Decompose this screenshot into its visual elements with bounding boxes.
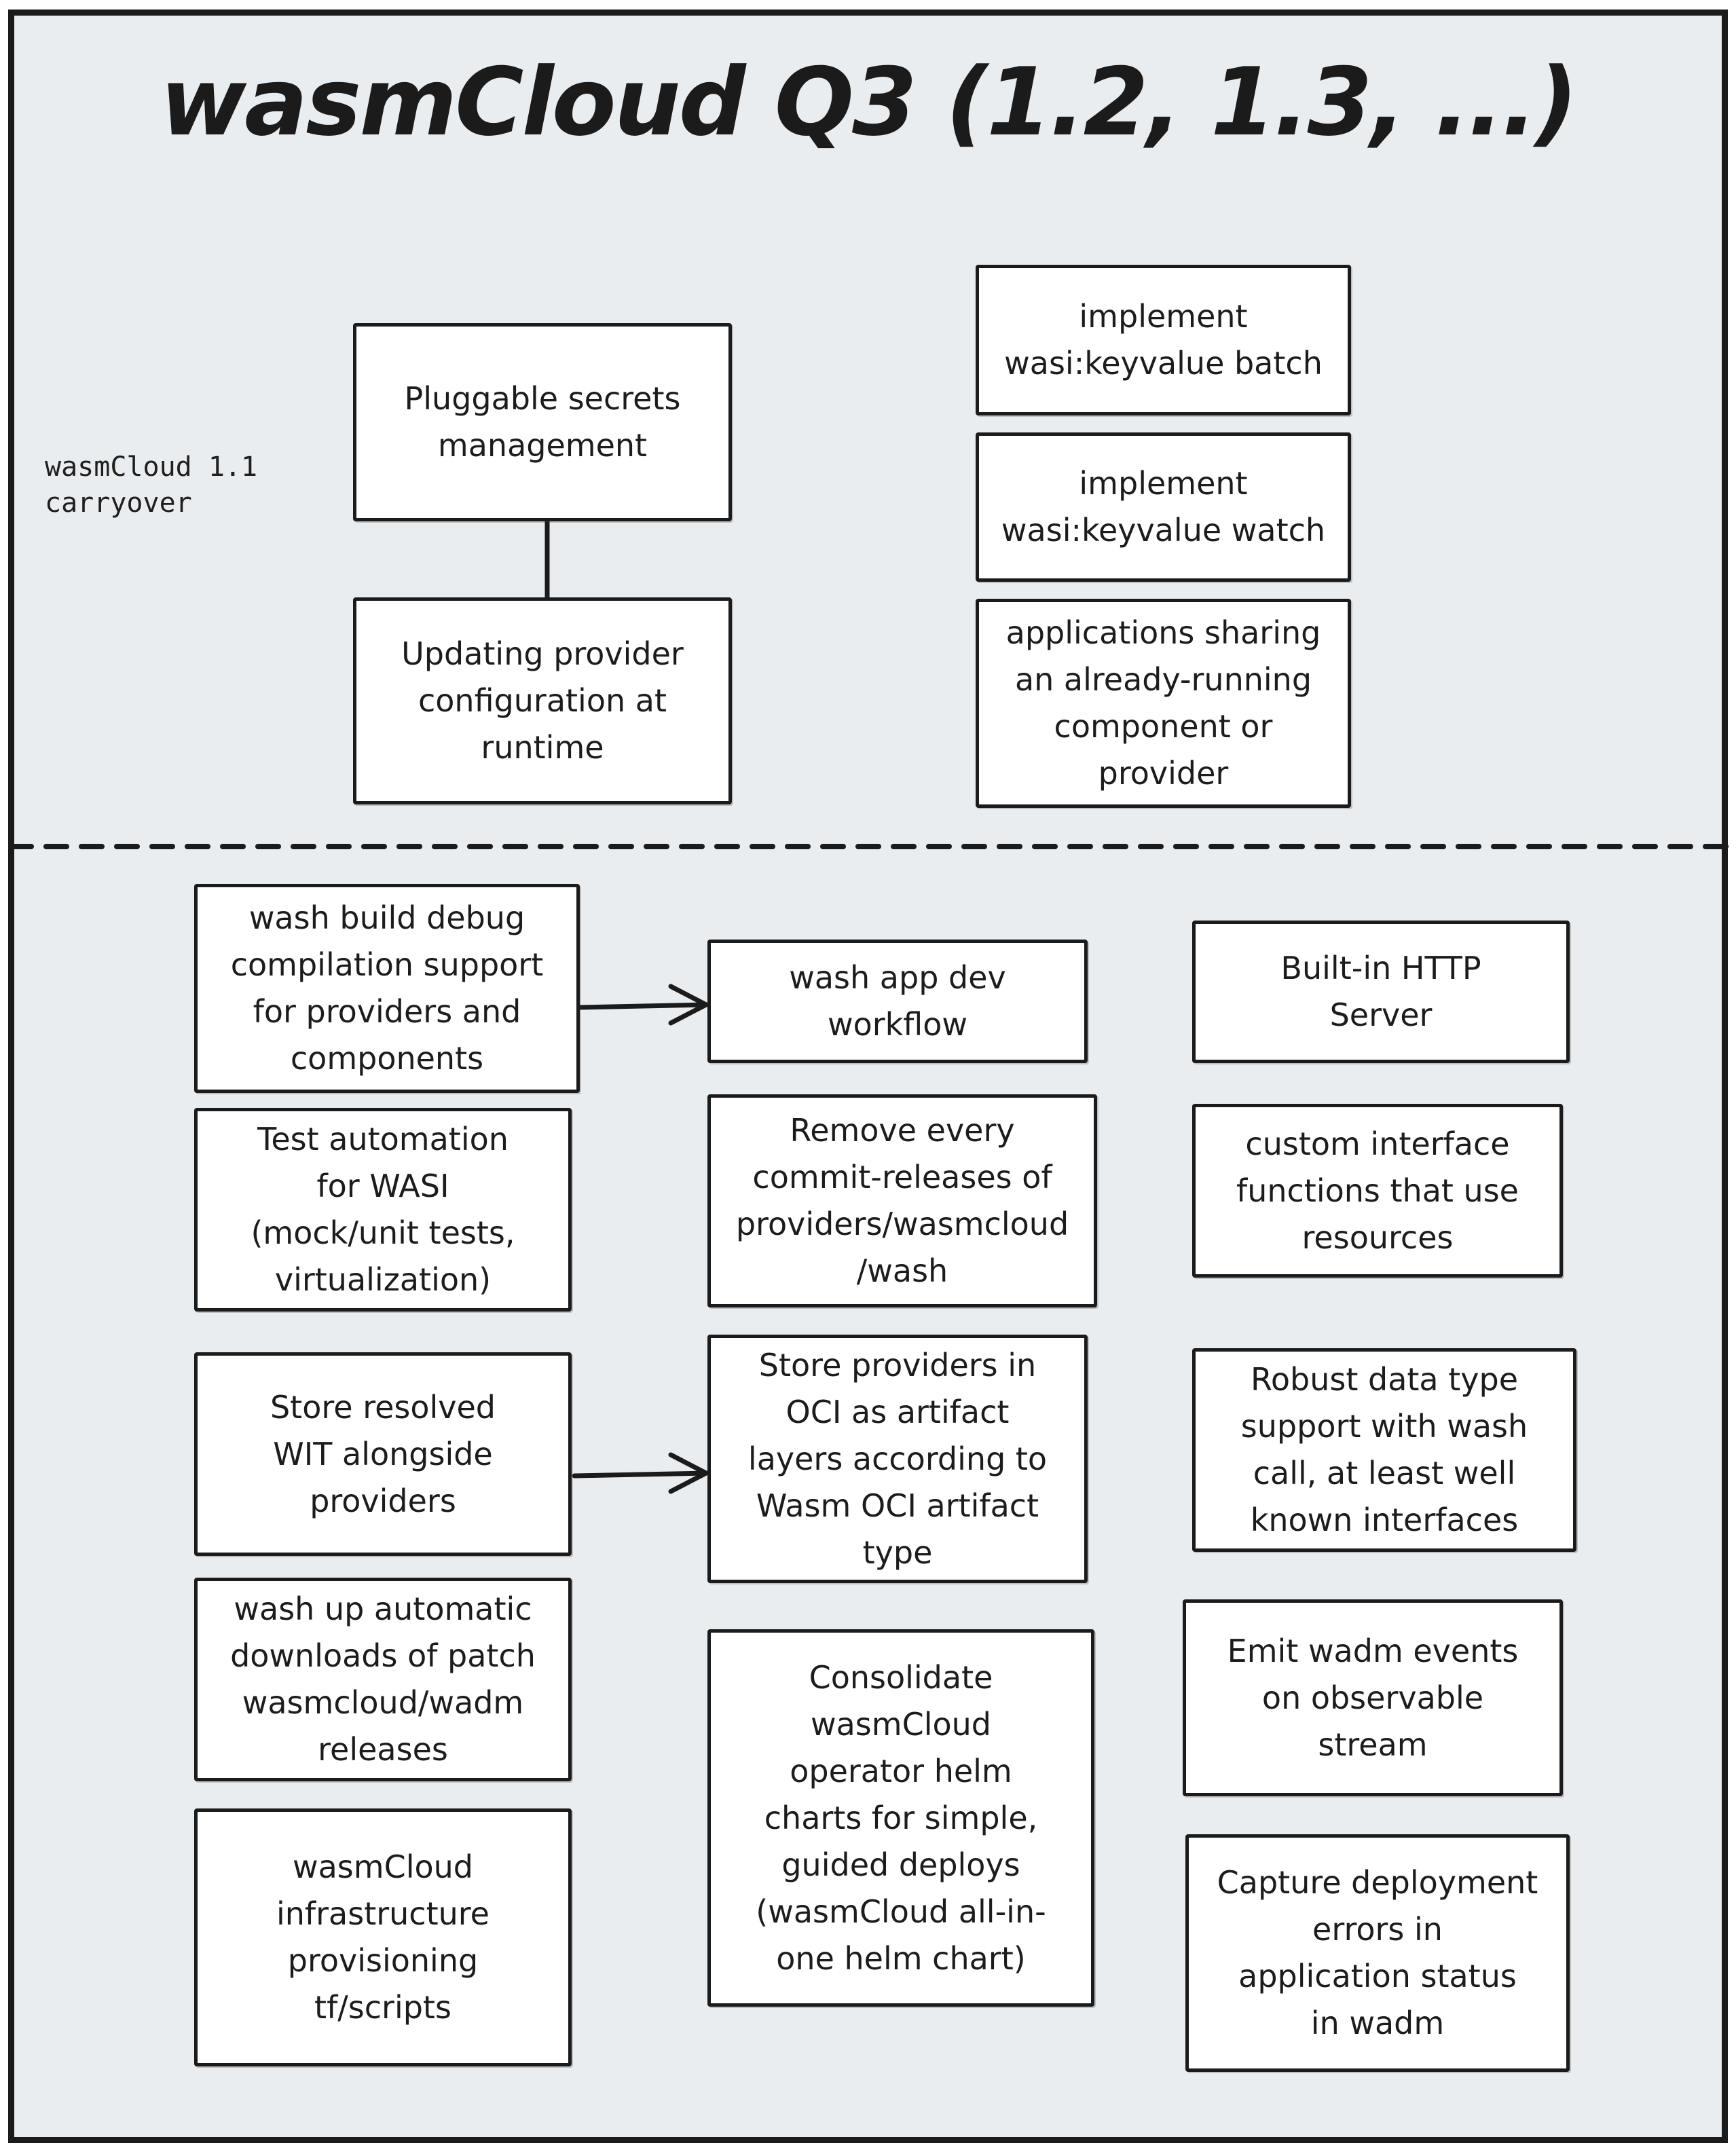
diagram-box-infra-provisioning: wasmCloud infrastructure provisioning tf… xyxy=(194,1808,572,2066)
carryover-label: wasmCloud 1.1 carryover xyxy=(45,449,257,521)
diagram-box-remove-commit-releases: Remove every commit-releases of provider… xyxy=(707,1094,1097,1307)
diagram-box-store-providers-oci: Store providers in OCI as artifact layer… xyxy=(707,1335,1088,1583)
diagram-box-updating-provider-config: Updating provider configuration at runti… xyxy=(353,597,732,804)
diagram-box-robust-data-type: Robust data type support with wash call,… xyxy=(1192,1348,1576,1552)
diagram-box-text: implement wasi:keyvalue batch xyxy=(1004,298,1323,382)
carryover-label-line2: carryover xyxy=(45,487,192,519)
diagram-box-text: wash up automatic downloads of patch was… xyxy=(230,1591,536,1768)
diagram-box-text: Consolidate wasmCloud operator helm char… xyxy=(756,1658,1046,1977)
diagram-box-text: custom interface functions that use reso… xyxy=(1236,1125,1519,1256)
diagram-box-consolidate-helm: Consolidate wasmCloud operator helm char… xyxy=(707,1629,1094,2007)
diagram-box-wash-app-dev: wash app dev workflow xyxy=(707,940,1088,1063)
diagram-box-text: wash build debug compilation support for… xyxy=(230,899,544,1077)
diagram-title: wasmCloud Q3 (1.2, 1.3, ...) xyxy=(160,48,1578,157)
diagram-box-capture-deploy-errors: Capture deployment errors in application… xyxy=(1185,1834,1570,2072)
diagram-box-text: applications sharing an already-running … xyxy=(1005,614,1321,792)
diagram-box-text: wasmCloud infrastructure provisioning tf… xyxy=(276,1849,490,2026)
diagram-box-text: Emit wadm events on observable stream xyxy=(1227,1632,1519,1763)
diagram-box-text: Store resolved WIT alongside providers xyxy=(270,1388,496,1519)
diagram-box-text: wash app dev workflow xyxy=(789,959,1006,1043)
diagram-box-builtin-http-server: Built-in HTTP Server xyxy=(1192,921,1570,1063)
diagram-box-impl-keyvalue-batch: implement wasi:keyvalue batch xyxy=(976,265,1351,415)
diagram-box-test-automation: Test automation for WASI (mock/unit test… xyxy=(194,1108,572,1312)
diagram-box-text: Updating provider configuration at runti… xyxy=(401,635,684,766)
diagram-box-text: Remove every commit-releases of provider… xyxy=(735,1112,1069,1289)
diagram-box-text: Capture deployment errors in application… xyxy=(1217,1864,1538,2041)
diagram-box-text: Built-in HTTP Server xyxy=(1280,950,1481,1033)
diagram-box-pluggable-secrets: Pluggable secrets management xyxy=(353,323,732,521)
diagram-box-impl-keyvalue-watch: implement wasi:keyvalue watch xyxy=(976,432,1351,582)
carryover-label-line1: wasmCloud 1.1 xyxy=(45,451,258,483)
diagram-box-text: Store providers in OCI as artifact layer… xyxy=(747,1346,1048,1571)
diagram-box-text: Robust data type support with wash call,… xyxy=(1240,1361,1528,1538)
diagram-box-text: Test automation for WASI (mock/unit test… xyxy=(251,1121,515,1298)
diagram-box-store-resolved-wit: Store resolved WIT alongside providers xyxy=(194,1352,572,1556)
diagram-box-custom-iface-resources: custom interface functions that use reso… xyxy=(1192,1104,1563,1278)
diagram-box-wash-up-automatic: wash up automatic downloads of patch was… xyxy=(194,1578,572,1781)
diagram-box-emit-wadm-events: Emit wadm events on observable stream xyxy=(1183,1599,1563,1796)
diagram-box-wash-build-debug: wash build debug compilation support for… xyxy=(194,884,580,1093)
diagram-box-text: Pluggable secrets management xyxy=(404,380,681,464)
diagram-box-apps-sharing: applications sharing an already-running … xyxy=(976,599,1351,808)
diagram-box-text: implement wasi:keyvalue watch xyxy=(1001,465,1326,549)
